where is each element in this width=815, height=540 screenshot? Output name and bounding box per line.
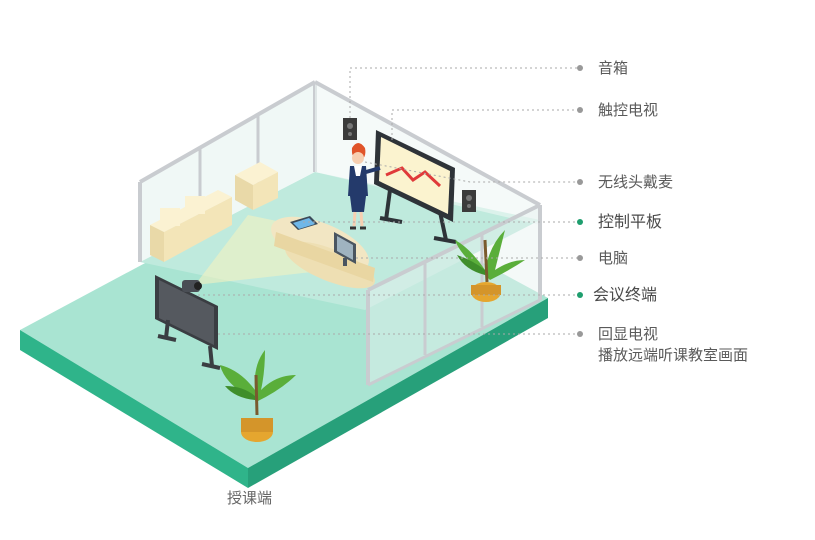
label-control-tablet: 控制平板 — [598, 212, 663, 231]
leader-headset-mic — [364, 161, 580, 183]
leader-lines — [198, 67, 580, 335]
label-headset-mic: 无线头戴麦 — [598, 173, 674, 191]
sofa — [150, 190, 232, 262]
dot-playback-tv — [577, 331, 583, 337]
caption-teaching-side: 授课端 — [227, 489, 273, 507]
dot-computer — [577, 255, 583, 261]
dot-conference-terminal — [577, 292, 583, 298]
floor-side-left — [20, 330, 248, 488]
touch-tv — [374, 130, 457, 244]
dot-touch-tv — [577, 107, 583, 113]
speaker-left — [343, 118, 357, 140]
label-touch-tv: 触控电视 — [598, 101, 659, 119]
speaker-right — [462, 190, 476, 212]
label-conference-terminal: 会议终端 — [593, 285, 658, 304]
control-tablet — [290, 216, 318, 230]
leader-speaker — [349, 67, 580, 118]
leader-touch-tv — [391, 109, 580, 140]
label-computer: 电脑 — [598, 249, 629, 267]
label-playback-tv-line2: 播放远端听课教室画面 — [598, 346, 749, 364]
armchair — [235, 162, 278, 210]
plant-front — [220, 350, 296, 442]
computer-monitor — [334, 232, 356, 266]
conference-camera — [182, 280, 202, 292]
label-playback-tv-line1: 回显电视 — [598, 325, 659, 343]
playback-tv — [155, 275, 221, 370]
plant-inside — [455, 230, 525, 302]
dot-control-tablet — [577, 219, 583, 225]
dot-headset-mic — [577, 179, 583, 185]
teacher — [348, 143, 381, 230]
label-speaker: 音箱 — [598, 59, 629, 77]
floor-side-right — [248, 298, 548, 488]
dot-speaker — [577, 65, 583, 71]
